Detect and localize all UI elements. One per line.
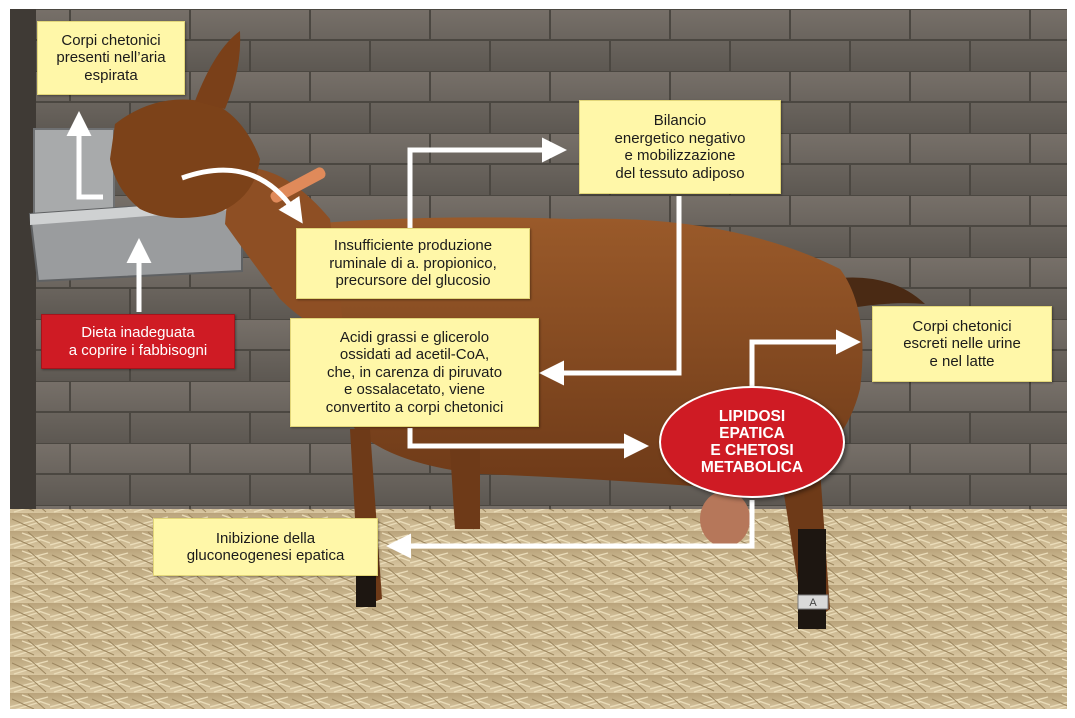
box-negative-balance: Bilancio energetico negativo e mobilizza… bbox=[579, 100, 781, 194]
central-ellipse: LIPIDOSI EPATICA E CHETOSI METABOLICA bbox=[659, 386, 845, 498]
ankle-tag: A bbox=[809, 597, 817, 609]
box-diet: Dieta inadeguata a coprire i fabbisogni bbox=[41, 314, 235, 369]
box-gluconeogenesis: Inibizione della gluconeogenesi epatica bbox=[153, 518, 378, 576]
box-ketone-urine: Corpi chetonici escreti nelle urine e ne… bbox=[872, 306, 1052, 382]
box-propionic: Insufficiente produzione ruminale di a. … bbox=[296, 228, 530, 299]
box-ketone-breath: Corpi chetonici presenti nell’aria espir… bbox=[37, 21, 185, 95]
box-fatty-acids: Acidi grassi e glicerolo ossidati ad ace… bbox=[290, 318, 539, 427]
